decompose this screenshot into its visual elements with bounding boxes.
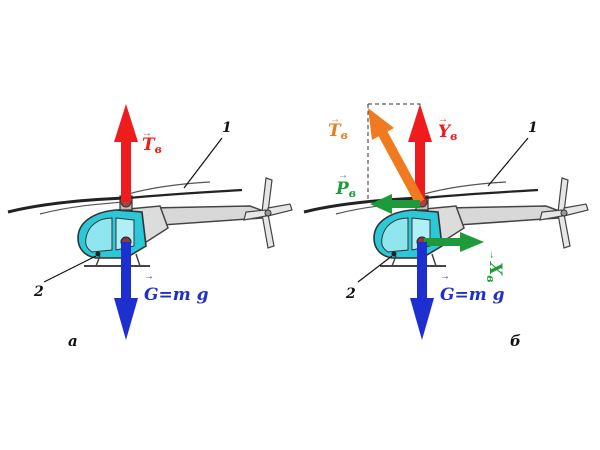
vector-mark-thrust-a: → — [142, 128, 152, 139]
body-callout-a: 2 — [33, 284, 44, 300]
lift-arrow-b — [408, 104, 432, 202]
vector-mark-lift-b: → — [438, 114, 448, 125]
vector-mark-weight-b: → — [440, 271, 450, 282]
propulsive-label-b: Pв — [335, 179, 356, 200]
propulsive-arrow-b — [370, 194, 420, 214]
thrust-label-a: Tв — [142, 135, 162, 156]
weight-label-b: G=m g — [440, 285, 505, 305]
thrust-label-b: Tв — [328, 121, 348, 142]
vector-mark-propulsive-b: → — [338, 170, 348, 181]
panel-caption-b: б — [510, 332, 521, 350]
vector-mark-drag-b: → — [487, 250, 498, 260]
weight-label-a: G=m g — [144, 285, 209, 305]
thrust-arrow-b — [368, 108, 425, 205]
panel-b: → Tв → Yв → Pв → Xв → G=m g 1 2 б — [302, 103, 590, 350]
weight-arrow-b — [410, 242, 434, 340]
drag-label-b: Xв — [484, 261, 505, 282]
helicopter-a — [6, 176, 294, 268]
panel-a: → Tв → G=m g 1 2 а — [6, 104, 294, 350]
rotor-callout-a: 1 — [222, 120, 232, 136]
weight-arrow-a — [114, 242, 138, 340]
panel-caption-a: а — [68, 332, 78, 350]
body-callout-b: 2 — [345, 286, 356, 302]
vector-mark-weight-a: → — [144, 271, 154, 282]
drag-arrow-b — [424, 232, 484, 252]
thrust-arrow-a — [114, 104, 138, 202]
vector-mark-thrust-b: → — [330, 114, 340, 125]
rotor-callout-b: 1 — [528, 120, 538, 136]
lift-label-b: Yв — [438, 122, 457, 143]
